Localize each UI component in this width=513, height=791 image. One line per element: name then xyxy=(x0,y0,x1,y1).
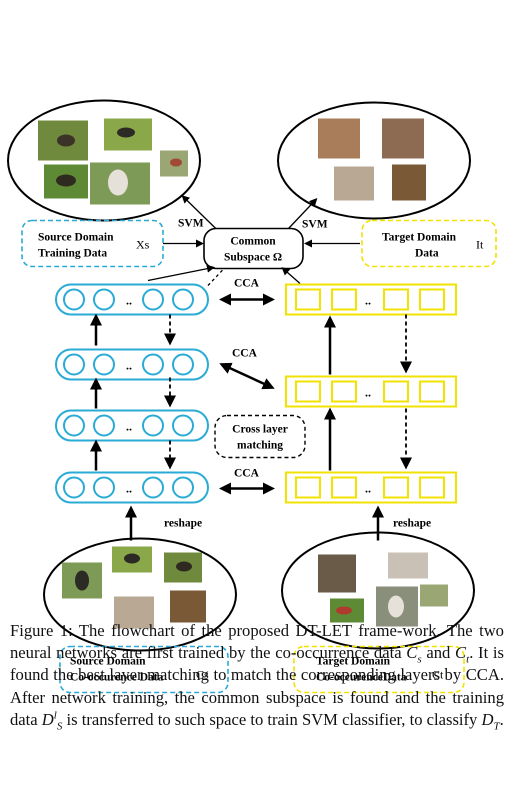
photo xyxy=(388,552,428,579)
bottom-left-image-cluster xyxy=(43,537,237,652)
ct-math: Ct xyxy=(455,643,470,666)
neuron-node xyxy=(93,414,115,437)
source-domain-training-box: Source Domain Training Data Xs xyxy=(21,219,164,268)
photo xyxy=(392,164,426,201)
ellipsis-dots: .. xyxy=(126,482,132,496)
neuron-node xyxy=(142,288,164,311)
bird-photo xyxy=(420,584,448,607)
svg-text:Cross layer: Cross layer xyxy=(232,424,288,436)
neuron-node xyxy=(93,476,115,499)
svm-right-label: SVM xyxy=(302,219,328,231)
ellipsis-dots: .. xyxy=(126,359,132,373)
caption-text-3: is transferred to such space to train SV… xyxy=(66,709,478,729)
svg-text:Source Domain: Source Domain xyxy=(70,656,146,668)
dt-math: DT xyxy=(481,709,500,733)
neuron-node xyxy=(383,476,409,499)
top-left-image-cluster xyxy=(7,99,201,222)
neuron-node xyxy=(419,288,445,311)
svg-text:matching: matching xyxy=(237,440,283,452)
neuron-node xyxy=(295,476,321,499)
ellipsis-dots: .. xyxy=(126,294,132,308)
neuron-node xyxy=(419,380,445,403)
target-domain-data-box: Target Domain Data It xyxy=(361,219,497,268)
neuron-node xyxy=(331,288,357,311)
ellipsis-dots: .. xyxy=(365,482,371,496)
neuron-node xyxy=(383,380,409,403)
neuron-node xyxy=(63,288,85,311)
target-network: ...... xyxy=(285,283,457,504)
neuron-node xyxy=(331,476,357,499)
svg-text:Target Domain: Target Domain xyxy=(316,656,391,668)
svm-left-label: SVM xyxy=(178,218,204,230)
photo xyxy=(114,596,154,629)
source-network: ........ xyxy=(55,283,209,504)
target-layer-1: .. xyxy=(285,471,457,504)
cs-math: Cs xyxy=(406,643,422,666)
source-layer-1: .. xyxy=(55,471,209,504)
cs-symbol: Cs xyxy=(196,668,209,682)
ellipsis-dots: .. xyxy=(126,420,132,434)
reshape-left-label: reshape xyxy=(164,518,202,530)
neuron-node xyxy=(93,288,115,311)
target-layer-3: .. xyxy=(285,283,457,316)
svg-text:Data: Data xyxy=(415,248,439,260)
photo xyxy=(318,118,360,159)
neuron-node xyxy=(383,288,409,311)
cca-label-3: CCA xyxy=(234,468,260,480)
caption-text-2: . It is found the best layer matching to… xyxy=(10,643,504,729)
photo xyxy=(170,590,206,623)
cca-label-2: CCA xyxy=(232,348,258,360)
ds-math: DlS xyxy=(41,709,63,733)
neuron-node xyxy=(63,353,85,376)
neuron-node xyxy=(419,476,445,499)
source-layer-4: .. xyxy=(55,283,209,316)
svg-text:Co-occurenceData: Co-occurenceData xyxy=(316,672,407,684)
caption-label: Figure 1: xyxy=(10,621,73,640)
reshape-right-label: reshape xyxy=(393,518,431,530)
target-cooccurrence-box: Target Domain Co-occurenceData Ct xyxy=(293,645,465,694)
neuron-node xyxy=(142,414,164,437)
photo xyxy=(382,118,424,159)
ct-symbol: Ct xyxy=(432,668,444,682)
svg-text:Common: Common xyxy=(230,236,276,248)
neuron-node xyxy=(172,353,194,376)
photo xyxy=(334,166,374,201)
caption-text-1: The flowchart of the proposed DT-LET fra… xyxy=(10,621,504,663)
it-symbol: It xyxy=(476,238,484,252)
top-right-image-cluster xyxy=(277,101,471,220)
xs-symbol: Xs xyxy=(136,238,150,252)
svg-text:Training Data: Training Data xyxy=(38,248,107,260)
svg-text:Target Domain: Target Domain xyxy=(382,232,457,244)
svg-text:Subspace Ω: Subspace Ω xyxy=(224,252,282,264)
neuron-node xyxy=(295,288,321,311)
photo xyxy=(318,554,356,593)
neuron-node xyxy=(63,414,85,437)
figure-caption: Figure 1: The flowchart of the proposed … xyxy=(10,621,504,733)
svg-text:Source Domain: Source Domain xyxy=(38,232,114,244)
bottom-right-image-cluster xyxy=(281,531,475,650)
neuron-node xyxy=(331,380,357,403)
neuron-node xyxy=(172,414,194,437)
source-layer-3: .. xyxy=(55,348,209,381)
source-layer-2: .. xyxy=(55,409,209,442)
neuron-node xyxy=(142,476,164,499)
neuron-node xyxy=(142,353,164,376)
common-subspace-box: Common Subspace Ω xyxy=(203,227,304,270)
neuron-node xyxy=(63,476,85,499)
neuron-node xyxy=(172,476,194,499)
svg-text:Co-occurence Data: Co-occurence Data xyxy=(70,672,164,684)
ellipsis-dots: .. xyxy=(365,294,371,308)
source-cooccurrence-box: Source Domain Co-occurence Data Cs xyxy=(59,645,229,694)
cross-layer-matching-box: Cross layer matching xyxy=(214,414,306,459)
cca-label-1: CCA xyxy=(234,278,260,290)
target-layer-2: .. xyxy=(285,375,457,408)
ellipsis-dots: .. xyxy=(365,386,371,400)
neuron-node xyxy=(93,353,115,376)
neuron-node xyxy=(295,380,321,403)
neuron-node xyxy=(172,288,194,311)
